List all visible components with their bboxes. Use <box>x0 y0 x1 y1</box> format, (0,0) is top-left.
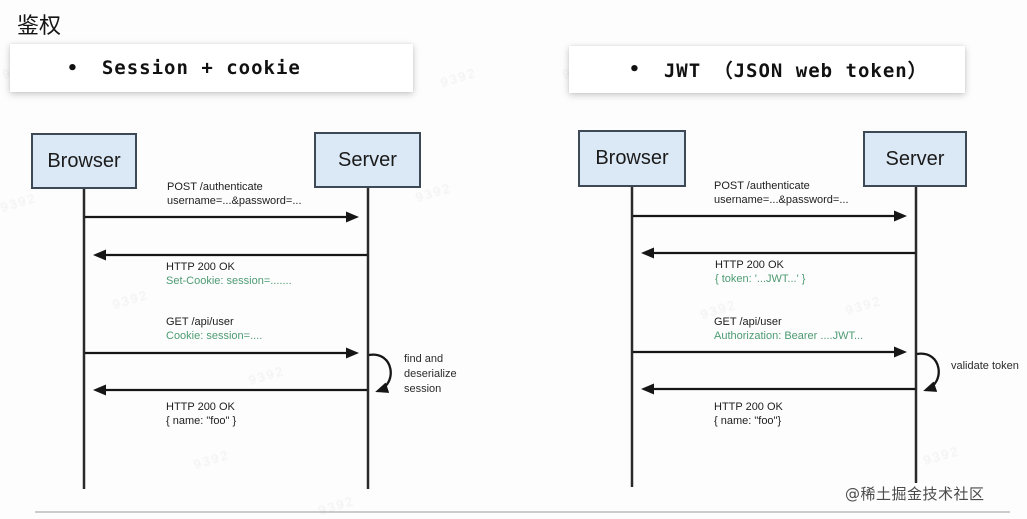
watermark: 9392 <box>0 189 39 216</box>
cookie-header: Cookie: session=.... <box>166 329 263 342</box>
right-msg1-label: POST /authenticate username=...&password… <box>714 180 849 207</box>
watermark: 9392 <box>843 292 884 319</box>
status-line: HTTP 200 OK <box>166 401 235 413</box>
request-params: username=...&password=... <box>714 193 849 206</box>
right-selfloop-arrow <box>916 352 940 392</box>
token-body: { token: '...JWT...' } <box>715 272 806 285</box>
set-cookie-header: Set-Cookie: session=....... <box>166 274 292 287</box>
left-msg1-label: POST /authenticate username=...&password… <box>167 181 302 208</box>
left-browser-actor: Browser <box>31 133 137 189</box>
watermark: 9392 <box>316 492 357 519</box>
response-body: { name: "foo"} <box>714 414 782 427</box>
request-line: GET /api/user <box>166 316 234 328</box>
bullet-glyph: • <box>629 59 640 80</box>
watermark: 9392 <box>438 64 479 91</box>
session-cookie-title: Session + cookie <box>101 57 301 79</box>
right-msg3-label: GET /api/user Authorization: Bearer ....… <box>714 316 863 343</box>
left-server-actor: Server <box>314 132 421 188</box>
session-cookie-title-card: • Session + cookie <box>10 44 413 92</box>
watermark: 9392 <box>191 446 232 473</box>
request-params: username=...&password=... <box>167 194 302 207</box>
page-title: 鉴权 <box>17 14 62 39</box>
right-msg4-label: HTTP 200 OK { name: "foo"} <box>714 401 783 428</box>
right-browser-actor: Browser <box>578 130 686 187</box>
status-line: HTTP 200 OK <box>714 401 783 413</box>
community-credit: @稀土掘金技术社区 <box>845 485 985 503</box>
left-msg4-label: HTTP 200 OK { name: "foo" } <box>166 401 236 428</box>
bullet-glyph: • <box>67 57 78 79</box>
watermark: 9392 <box>110 286 151 313</box>
watermark: 9392 <box>246 362 287 389</box>
left-selfloop-arrow <box>368 353 392 393</box>
left-selfloop-note: find and deserialize session <box>404 353 457 395</box>
left-msg3-label: GET /api/user Cookie: session=.... <box>166 316 262 343</box>
authorization-header: Authorization: Bearer ....JWT... <box>714 329 864 342</box>
right-msg2-label: HTTP 200 OK { token: '...JWT...' } <box>715 259 805 286</box>
status-line: HTTP 200 OK <box>166 261 235 273</box>
bottom-divider <box>35 511 1010 513</box>
right-selfloop-note: validate token <box>951 360 1019 372</box>
jwt-title-card: • JWT （JSON web token） <box>569 46 965 93</box>
right-server-actor: Server <box>863 131 967 187</box>
request-line: POST /authenticate <box>714 180 810 192</box>
request-line: GET /api/user <box>714 316 782 328</box>
request-line: POST /authenticate <box>167 181 263 193</box>
status-line: HTTP 200 OK <box>715 259 784 271</box>
jwt-title: JWT （JSON web token） <box>663 60 928 82</box>
response-body: { name: "foo" } <box>166 414 237 427</box>
left-msg2-label: HTTP 200 OK Set-Cookie: session=....... <box>166 261 292 288</box>
watermark: 9392 <box>921 442 962 469</box>
